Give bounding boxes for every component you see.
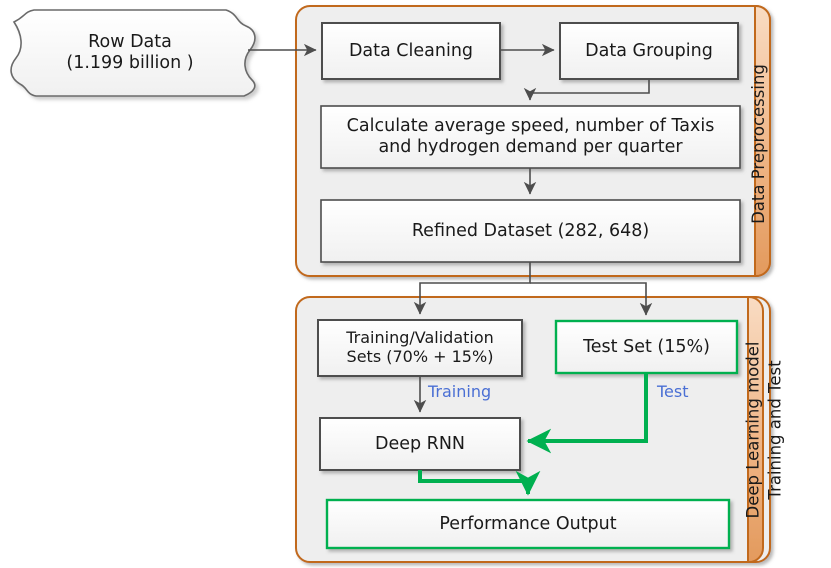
node-test-set-shape (554, 319, 739, 375)
node-data-cleaning-shape (321, 22, 501, 80)
data-grouping-node[interactable] (560, 23, 738, 79)
row-data-shape (10, 9, 256, 97)
node-performance-output-shape (325, 498, 731, 550)
deep-rnn-node[interactable] (320, 418, 520, 470)
arrow-datagrouping-to-calculate (523, 79, 650, 101)
performance-output-node[interactable] (327, 500, 729, 548)
group-tab-deep-learning[interactable] (748, 297, 763, 562)
arrow-refined-to-test-set (530, 282, 653, 316)
row-data-node[interactable] (14, 10, 258, 98)
arrow-refined-to-training-validation (413, 262, 531, 315)
calculate-metrics-node[interactable] (321, 106, 740, 168)
group-tab-data-preprocessing[interactable] (755, 6, 770, 276)
arrow-test-set-to-deep-rnn (526, 373, 648, 454)
node-refined-dataset-shape (320, 199, 741, 263)
training-validation-sets-node[interactable] (318, 320, 522, 376)
test-set-node[interactable] (556, 321, 737, 373)
node-deep-rnn-shape (319, 417, 521, 471)
node-training-validation-shape (317, 319, 523, 377)
arrow-deep-rnn-to-performance-output (418, 470, 541, 496)
refined-dataset-node[interactable] (321, 200, 740, 262)
data-cleaning-node[interactable] (322, 23, 500, 79)
